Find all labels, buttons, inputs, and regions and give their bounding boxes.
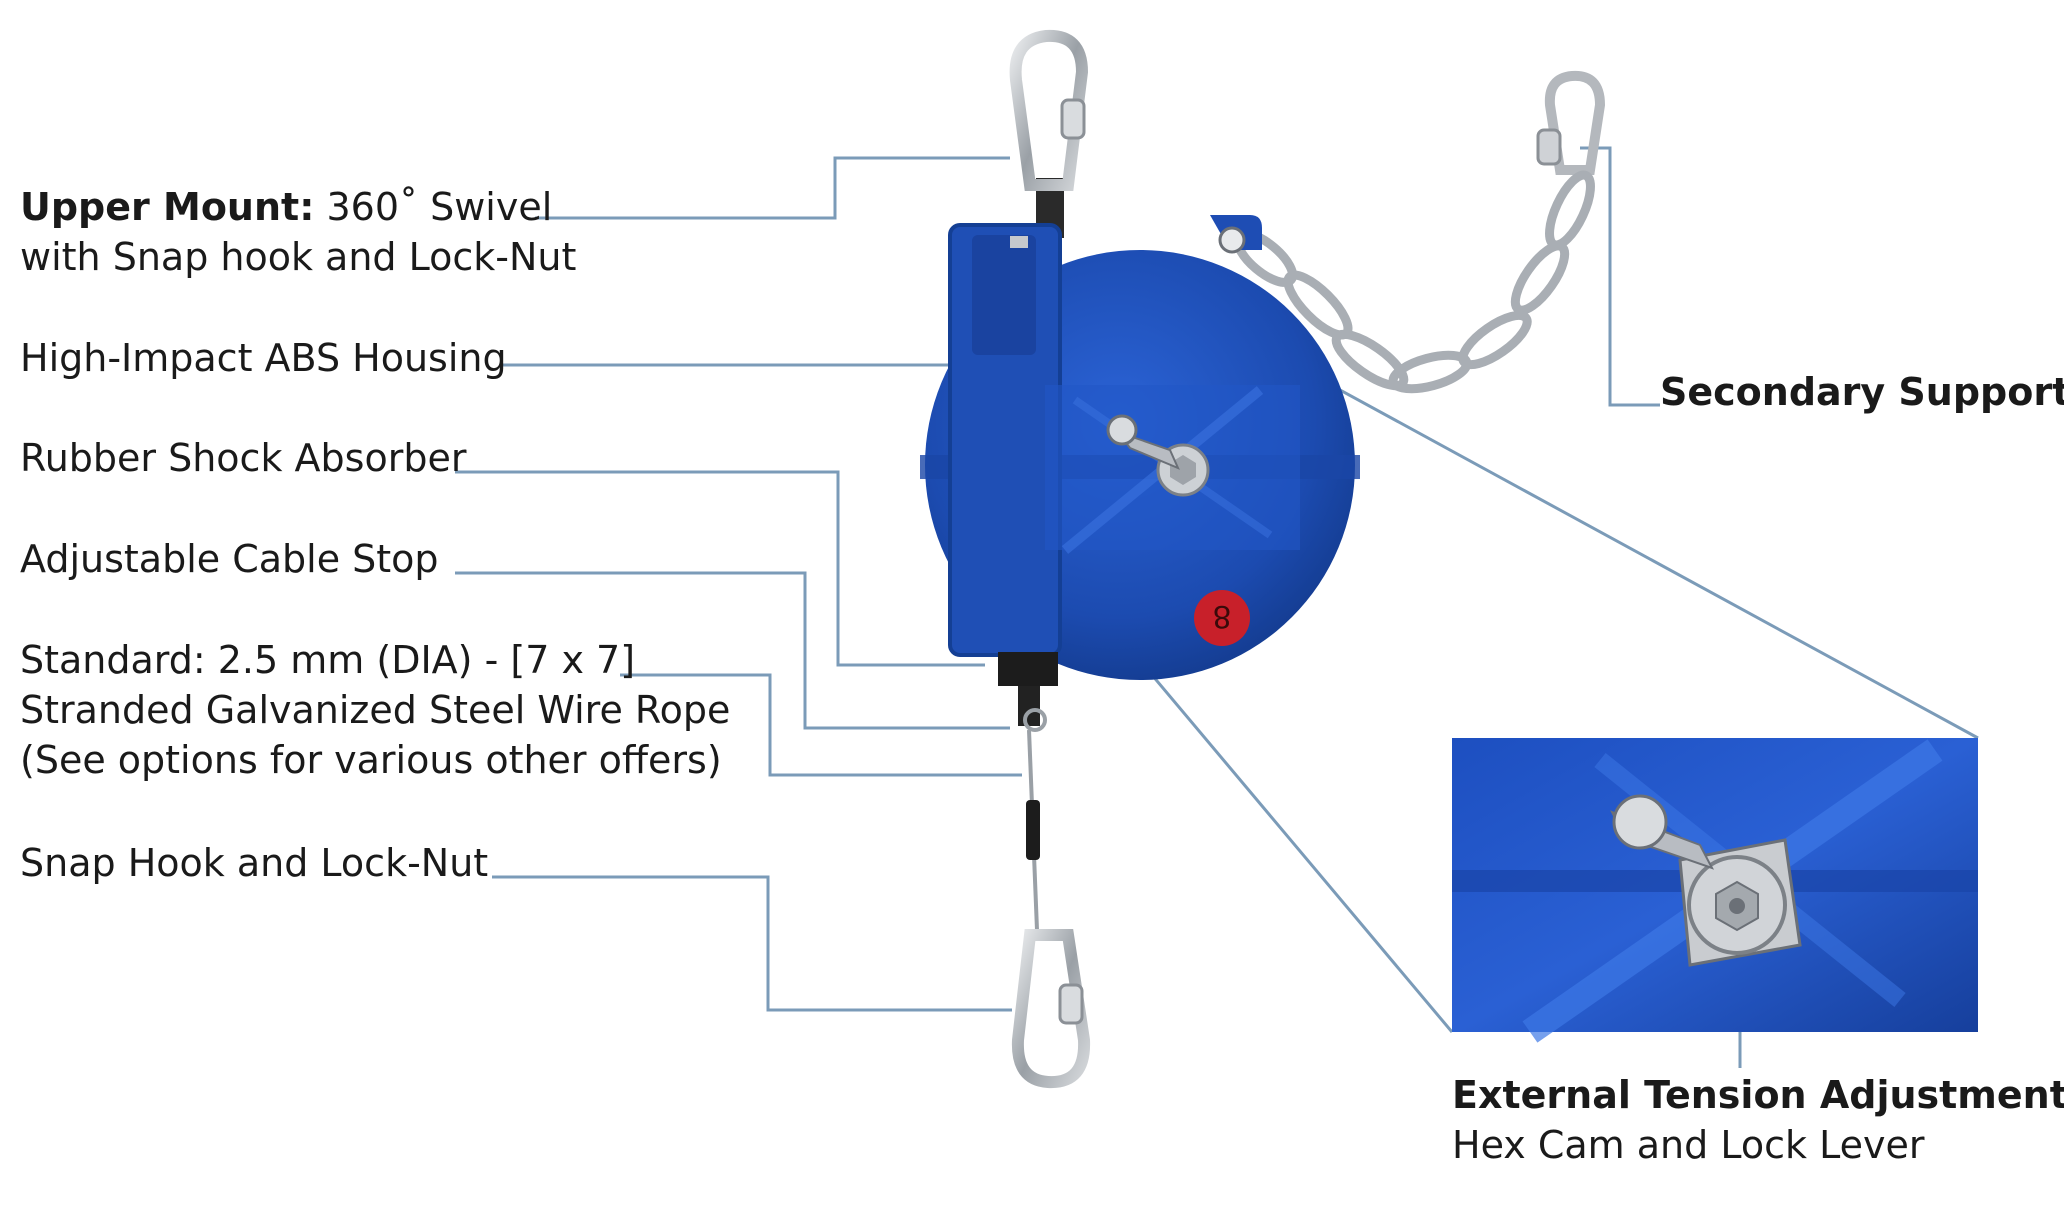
label-wire-rope: Standard: 2.5 mm (DIA) - [7 x 7] Strande…: [20, 635, 730, 785]
shock-absorber: [998, 652, 1058, 686]
leader-shock-absorber: [455, 470, 985, 667]
leader-cable-stop: [455, 571, 1010, 730]
wire-rope-assembly: [1011, 686, 1091, 1089]
label-cable-stop: Adjustable Cable Stop: [20, 537, 439, 581]
lower-snap-hook: [1011, 929, 1091, 1089]
upper-mount: [1009, 29, 1089, 238]
label-shock-absorber: Rubber Shock Absorber: [20, 436, 467, 480]
size-badge-number: 8: [1213, 599, 1231, 635]
leader-upper-mount: [535, 156, 1010, 220]
leader-lines: [455, 146, 1979, 1068]
size-badge: [1194, 590, 1250, 646]
secondary-chain: [1232, 70, 1606, 394]
zoom-line-top: [1317, 376, 1979, 740]
secondary-support-title: Secondary Support: [1660, 370, 2064, 414]
wire-rope-line-3: (See options for various other offers): [20, 738, 722, 782]
cable-stop: [1023, 708, 1047, 732]
label-tension: External Tension Adjustment: Hex Cam and…: [1452, 1070, 2064, 1170]
tension-title: External Tension Adjustment:: [1452, 1073, 2064, 1117]
label-secondary-support: Secondary Support: [1660, 367, 2064, 417]
upper-snap-hook: [1009, 29, 1089, 191]
label-housing: High-Impact ABS Housing: [20, 336, 507, 380]
upper-mount-detail: with Snap hook and Lock-Nut: [20, 235, 577, 279]
upper-mount-swivel: 360˚ Swivel: [326, 185, 553, 229]
label-upper-mount: Upper Mount: 360˚ Swivel with Snap hook …: [20, 182, 576, 282]
wire-rope-line-1: Standard: 2.5 mm (DIA) - [7 x 7]: [20, 638, 636, 682]
balancer-housing: [920, 215, 1360, 686]
leader-snap-hook: [492, 875, 1012, 1012]
leader-wire-rope: [620, 673, 1022, 777]
tension-subtitle: Hex Cam and Lock Lever: [1452, 1123, 1925, 1167]
label-snap-hook: Snap Hook and Lock-Nut: [20, 841, 489, 885]
upper-mount-title: Upper Mount:: [20, 185, 315, 229]
secondary-snap-hook: [1544, 70, 1606, 175]
zoom-inset: [1452, 738, 1978, 1043]
wire-rope-line-2: Stranded Galvanized Steel Wire Rope: [20, 688, 731, 732]
